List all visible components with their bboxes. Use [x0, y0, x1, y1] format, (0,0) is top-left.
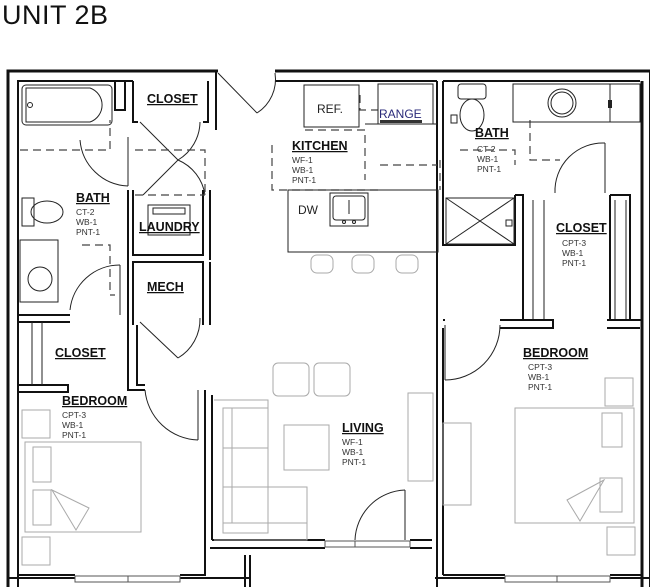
- finish-code: PNT-1: [528, 382, 552, 392]
- finish-code: PNT-1: [62, 430, 86, 440]
- finish-code: WB-1: [342, 447, 364, 457]
- shower: [445, 197, 515, 245]
- finish-code: WF-1: [342, 437, 363, 447]
- furniture: [21, 362, 636, 566]
- kitchen-island: [287, 189, 439, 253]
- vanity-right: [512, 83, 611, 123]
- mech-label: MECH: [147, 280, 184, 294]
- dw-label: DW: [298, 203, 319, 217]
- finish-code: CT-2: [76, 207, 95, 217]
- closet-top-label: CLOSET: [147, 92, 198, 106]
- finish-code: WB-1: [76, 217, 98, 227]
- finish-code: CPT-3: [562, 238, 586, 248]
- finish-code: PNT-1: [342, 457, 366, 467]
- kitchen-sink: [329, 192, 369, 227]
- range-label: RANGE: [379, 107, 422, 121]
- interior-walls: [18, 71, 642, 587]
- finish-code: PNT-1: [477, 164, 501, 174]
- washer-dryer: [147, 204, 191, 236]
- closet-left-label: CLOSET: [55, 346, 106, 360]
- fixtures: [19, 83, 641, 303]
- finish-code: PNT-1: [292, 175, 316, 185]
- doors: [69, 72, 606, 541]
- finish-code: PNT-1: [76, 227, 100, 237]
- finish-code: CPT-3: [62, 410, 86, 420]
- toilet-left: [21, 197, 35, 227]
- bedroom-right-label: BEDROOM: [523, 346, 588, 360]
- bath-right-label: BATH: [475, 126, 509, 140]
- finish-code: WB-1: [528, 372, 550, 382]
- finish-code: WB-1: [62, 420, 84, 430]
- ref-label: REF.: [317, 102, 343, 116]
- kitchen-label: KITCHEN: [292, 139, 348, 153]
- bathtub: [21, 84, 113, 126]
- windows: [74, 540, 611, 583]
- finish-code: WF-1: [292, 155, 313, 165]
- closet-right-label: CLOSET: [556, 221, 607, 235]
- toilet-right: [457, 83, 487, 100]
- finish-code: WB-1: [477, 154, 499, 164]
- bar-stools: [310, 254, 419, 274]
- finish-code: CPT-3: [528, 362, 552, 372]
- finish-code: WB-1: [292, 165, 314, 175]
- living-label: LIVING: [342, 421, 384, 435]
- unit-title: UNIT 2B: [2, 0, 109, 30]
- finish-code: CT-2: [477, 144, 496, 154]
- finish-code: WB-1: [562, 248, 584, 258]
- vanity-left: [19, 239, 59, 303]
- exterior-walls: [6, 69, 650, 587]
- bedroom-left-label: BEDROOM: [62, 394, 127, 408]
- laundry-label: LAUNDRY: [139, 220, 200, 234]
- finish-code: PNT-1: [562, 258, 586, 268]
- bath-left-label: BATH: [76, 191, 110, 205]
